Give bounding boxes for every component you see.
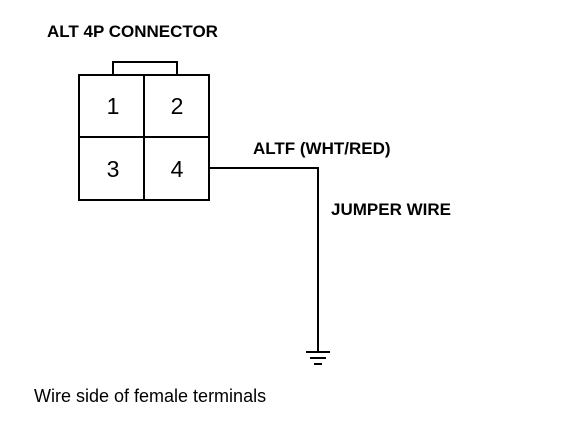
pin-3-label: 3 xyxy=(107,156,120,182)
connector-title: ALT 4P CONNECTOR xyxy=(47,22,218,41)
pin-2-label: 2 xyxy=(171,93,184,119)
diagram-caption: Wire side of female terminals xyxy=(34,386,266,406)
wire-label: ALTF (WHT/RED) xyxy=(253,139,391,158)
pin-1-label: 1 xyxy=(107,93,120,119)
connector-4p: 1 2 3 4 xyxy=(78,61,210,201)
jumper-wire-label: JUMPER WIRE xyxy=(331,200,451,219)
ground-icon xyxy=(306,351,330,365)
jumper-wire xyxy=(209,167,319,352)
pin-4-label: 4 xyxy=(171,156,184,182)
connector-lock-tab xyxy=(112,61,178,75)
